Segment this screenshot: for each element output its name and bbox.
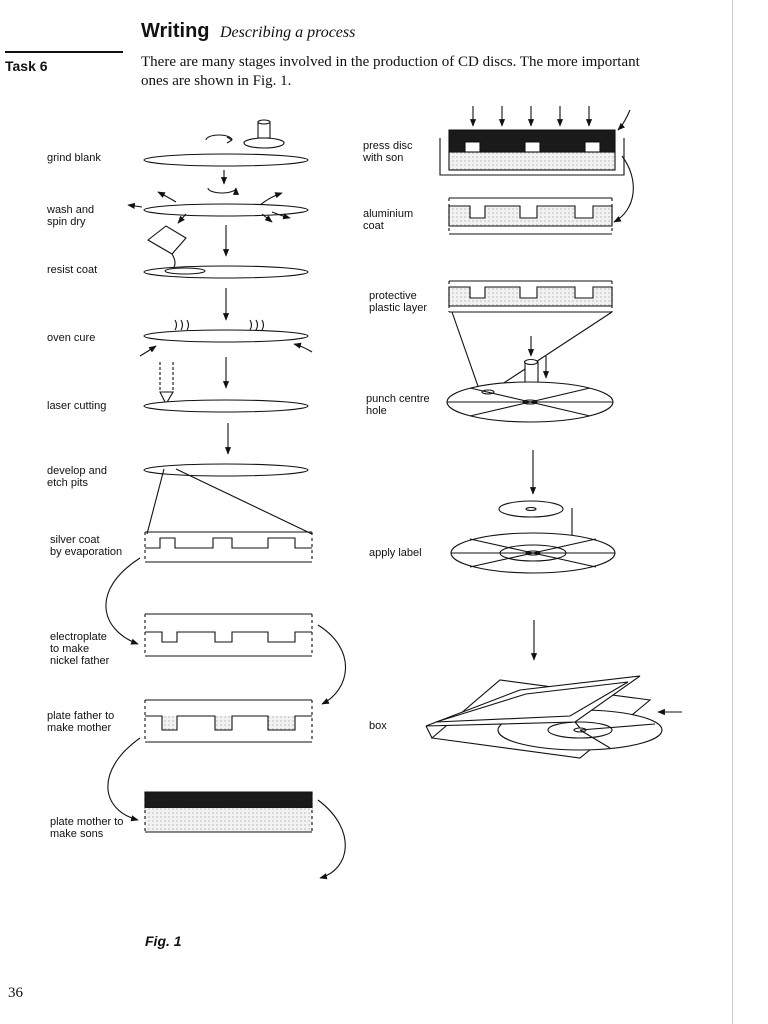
step-label-press-disc: press disc with son — [363, 140, 413, 164]
grind-blank-illustration — [143, 119, 309, 167]
plastic-layer-section — [448, 280, 613, 313]
step-label-punch-hole: punch centre hole — [366, 393, 430, 417]
heading-title: Writing — [141, 20, 210, 42]
step-label-plate-father: plate father to make mother — [47, 710, 115, 734]
step-label-oven-cure: oven cure — [47, 332, 96, 344]
step-label-grind-blank: grind blank — [47, 152, 101, 164]
silver-coat-section — [144, 531, 313, 563]
box-illustration — [425, 675, 682, 759]
nickel-father-section — [144, 613, 313, 657]
step-label-box: box — [369, 720, 387, 732]
mother-section — [144, 699, 313, 743]
step-label-electroplate: electroplate to make nickel father — [50, 631, 110, 667]
figure-caption: Fig. 1 — [145, 933, 182, 949]
step-label-laser-cutting: laser cutting — [47, 400, 107, 412]
press-disc-section — [439, 106, 631, 176]
step-label-plate-mother: plate mother to make sons — [50, 816, 124, 840]
intro-paragraph: There are many stages involved in the pr… — [141, 54, 640, 89]
task-label: Task 6 — [5, 58, 48, 74]
page-edge — [732, 0, 733, 1024]
step-label-resist-coat: resist coat — [47, 264, 98, 276]
resist-coat-illustration — [143, 225, 309, 279]
step-label-apply-label: apply label — [369, 547, 422, 559]
step-label-wash-spin: wash and spin dry — [47, 204, 95, 228]
section-heading: Writing Describing a process — [141, 20, 355, 43]
develop-etch-illustration — [143, 463, 309, 477]
heading-subtitle: Describing a process — [219, 24, 356, 41]
oven-cure-illustration — [139, 319, 313, 357]
sons-section — [144, 791, 313, 833]
step-label-aluminium-coat: aluminium coat — [363, 208, 414, 232]
step-label-silver-coat: silver coat by evaporation — [50, 534, 123, 558]
step-label-develop-etch: develop and etch pits — [47, 465, 107, 489]
task-rule — [5, 51, 123, 53]
step-label-plastic-layer: protective plastic layer — [369, 290, 428, 314]
laser-cutting-illustration — [143, 362, 309, 413]
page-number: 36 — [8, 985, 23, 1001]
punch-hole-illustration — [446, 336, 614, 423]
wash-spin-illustration — [127, 170, 309, 224]
apply-label-illustration — [450, 500, 616, 574]
aluminium-coat-section — [448, 197, 613, 235]
